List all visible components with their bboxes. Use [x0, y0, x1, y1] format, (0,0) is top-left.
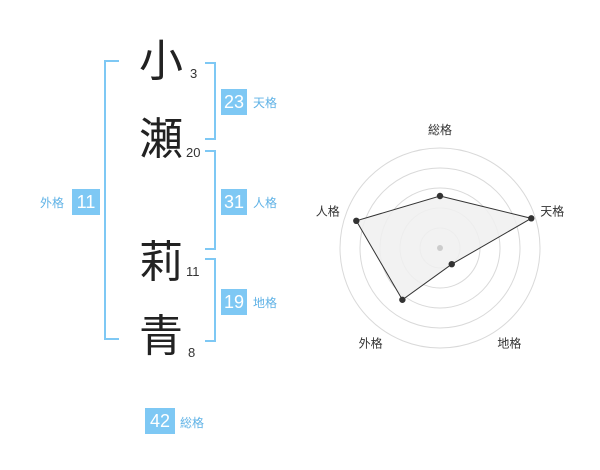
- jinkaku-label: 人格: [253, 196, 278, 210]
- gaikaku-label: 外格: [40, 196, 65, 210]
- radar-grid-ring: [339, 147, 541, 349]
- soukaku-value: 42: [145, 408, 175, 434]
- radar-point-4: [399, 296, 406, 303]
- name-char-3: 莉: [139, 237, 183, 288]
- radar-axis-label-3: 地格: [497, 335, 521, 350]
- radar-point-1: [436, 192, 444, 200]
- gaikaku-bracket: [104, 60, 119, 340]
- radar-grid-ring: [359, 167, 521, 329]
- radar-point-2: [528, 215, 535, 222]
- radar-point-5: [353, 217, 360, 225]
- chikaku-value: 19: [221, 289, 247, 315]
- soukaku-label: 総格: [180, 416, 205, 430]
- stroke-count-3: 11: [186, 264, 200, 279]
- tenkaku-label: 天格: [253, 96, 278, 110]
- radar-point-3: [448, 260, 455, 268]
- stroke-count-1: 3: [190, 66, 198, 81]
- chikaku-bracket: [205, 258, 216, 342]
- name-char-4: 青: [139, 311, 183, 362]
- radar-series-area: [355, 195, 533, 301]
- stroke-count-4: 8: [188, 345, 196, 360]
- radar-axis-label-1: 総格: [428, 122, 452, 137]
- gaikaku-value: 11: [72, 189, 100, 215]
- jinkaku-value: 31: [221, 189, 247, 215]
- tenkaku-value: 23: [221, 89, 247, 115]
- radar-axis-label-4: 外格: [359, 335, 383, 350]
- name-char-1: 小: [139, 36, 183, 87]
- radar-axis-label-2: 天格: [540, 204, 564, 219]
- chikaku-label: 地格: [253, 296, 278, 310]
- stroke-count-2: 20: [186, 145, 201, 160]
- jinkaku-bracket: [205, 150, 216, 250]
- name-char-2: 瀬: [139, 114, 183, 165]
- radar-axis-label-5: 人格: [316, 204, 340, 219]
- tenkaku-bracket: [205, 62, 216, 140]
- radar-center: [437, 245, 443, 251]
